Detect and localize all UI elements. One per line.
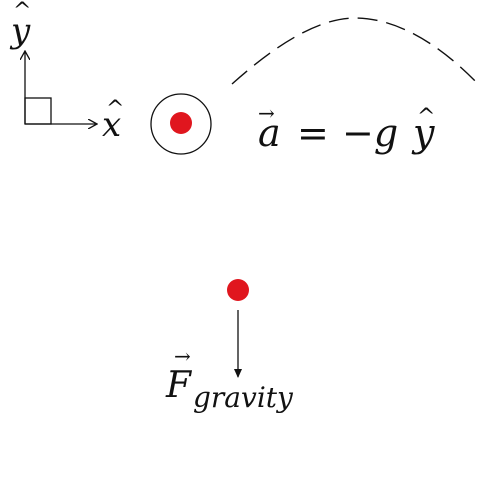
x-axis-hat: ^ bbox=[106, 97, 124, 122]
falling-ball-group bbox=[227, 279, 249, 378]
force-symbol: F bbox=[165, 365, 193, 406]
x-axis-label: x bbox=[102, 105, 121, 145]
force-subscript: gravity bbox=[193, 381, 294, 414]
acceleration-vector-arrow: → bbox=[258, 101, 275, 125]
ball-icon bbox=[227, 279, 249, 301]
outer-circle-icon bbox=[150, 93, 212, 155]
dot-in-circle-icon bbox=[170, 112, 192, 134]
dashed-trajectory bbox=[231, 17, 481, 87]
right-angle-marker bbox=[24, 97, 52, 125]
y-axis-hat: ^ bbox=[13, 0, 31, 24]
y-axis-label: y bbox=[9, 11, 31, 51]
ball-in-circle bbox=[150, 93, 212, 155]
acceleration-equation: → a = −g ^ y bbox=[258, 101, 435, 155]
force-vector-arrow: → bbox=[174, 344, 191, 368]
equals-sign: = bbox=[297, 111, 329, 155]
force-gravity-label: → F gravity bbox=[165, 344, 294, 414]
equation-rhs: −g bbox=[342, 111, 398, 155]
coordinate-axes: y ^ x ^ bbox=[9, 0, 124, 145]
equation-y-hat: ^ bbox=[417, 105, 435, 130]
equation-y-symbol: y bbox=[411, 111, 435, 155]
acceleration-vector-symbol: a bbox=[258, 111, 281, 155]
